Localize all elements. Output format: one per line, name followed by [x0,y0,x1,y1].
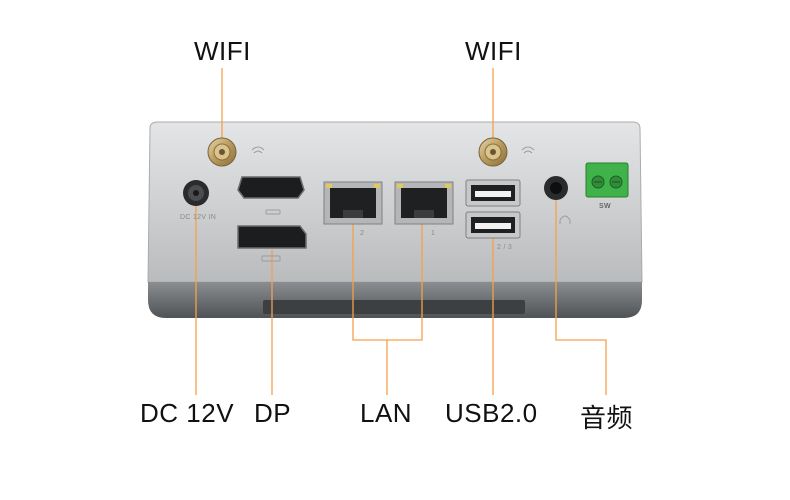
lan-port-1 [394,181,454,225]
wifi-connector-left [207,137,237,167]
usb-port-bottom [465,211,521,239]
usb-mark: 2 / 3 [497,244,513,251]
audio-jack [544,176,568,200]
callout-lines [195,68,607,395]
dc-jack [183,180,209,206]
wifi-icon [251,146,535,154]
hdmi-port [237,176,305,215]
dc-in-mark: DC 12V IN [180,214,217,221]
lan-port-2 [323,181,383,225]
label-dc: DC 12V [140,398,235,428]
label-audio: 音频 [580,403,634,433]
displayport-port [237,225,307,262]
lan2-mark: 2 [360,230,365,237]
headphone-icon [559,215,571,224]
usb-port-top [465,179,521,207]
vent-slot [263,300,525,314]
label-wifi-left: WIFI [194,36,251,66]
label-wifi-right: WIFI [465,36,522,66]
wifi-connector-right [478,137,508,167]
label-usb: USB2.0 [445,398,538,428]
label-dp: DP [254,398,292,428]
lan1-mark: 1 [431,230,436,237]
callout-audio [555,195,607,395]
sw-mark: SW [599,203,611,210]
label-lan: LAN [360,398,413,428]
power-switch-terminal [585,162,629,198]
